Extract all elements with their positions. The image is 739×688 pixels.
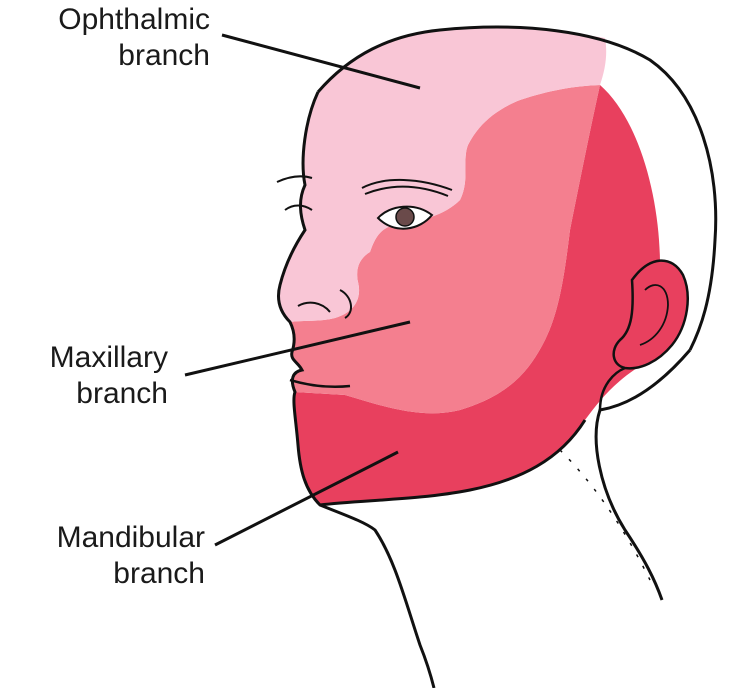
neck-dots bbox=[560, 450, 650, 580]
mandibular-label-line1: Mandibular bbox=[10, 520, 205, 556]
ophthalmic-label-line1: Ophthalmic bbox=[20, 2, 210, 38]
mandibular-label-line2: branch bbox=[10, 556, 205, 592]
maxillary-branch-label: Maxillary branch bbox=[8, 340, 168, 412]
maxillary-label-line2: branch bbox=[8, 376, 168, 412]
maxillary-label-line1: Maxillary bbox=[8, 340, 168, 376]
ophthalmic-label-line2: branch bbox=[20, 38, 210, 74]
mandibular-branch-label: Mandibular branch bbox=[10, 520, 205, 592]
iris bbox=[396, 208, 414, 226]
ophthalmic-branch-label: Ophthalmic branch bbox=[20, 2, 210, 74]
